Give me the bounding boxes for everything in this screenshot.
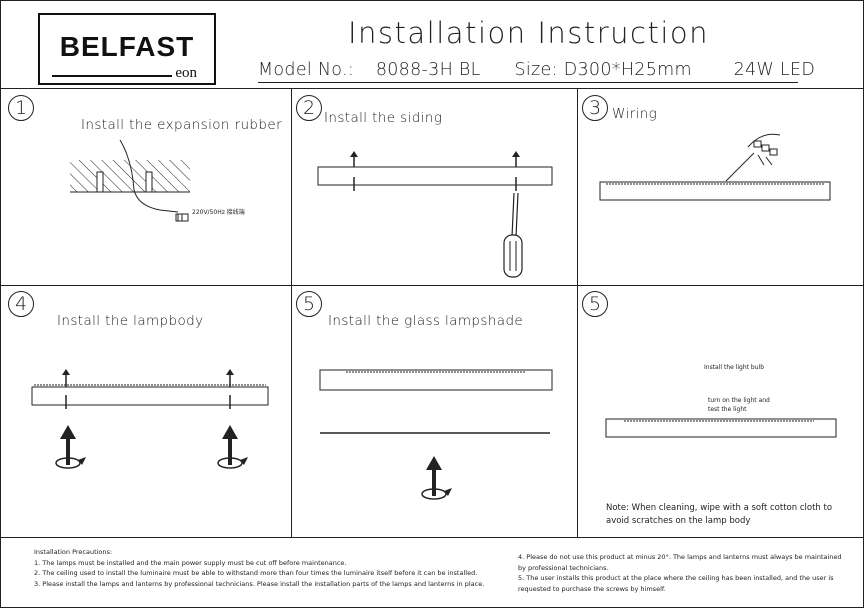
install-bulb-label: Install the light bulb	[704, 364, 765, 371]
grid-divider-middle	[0, 285, 864, 286]
screw-right	[226, 369, 234, 409]
screwdriver-icon	[503, 192, 523, 278]
cleaning-note: Note: When cleaning, wipe with a soft co…	[606, 503, 833, 526]
step-5-number: 5	[296, 291, 322, 317]
step-3-label: Wiring	[612, 106, 658, 122]
step-1-label: Install the expansion rubber	[81, 117, 283, 133]
grid-divider-top	[0, 88, 864, 89]
power-value: 24W LED	[733, 60, 816, 80]
step-4-lampbody-diagram	[31, 369, 269, 469]
model-underline	[258, 82, 798, 83]
brand-logo: BELFAST eon	[38, 13, 216, 85]
step-4-label: Install the lampbody	[57, 313, 204, 329]
step-2-number: 2	[296, 95, 322, 121]
screw-right	[512, 151, 520, 191]
precaution-item-4: 4. Please do not use this product at min…	[518, 553, 842, 572]
precaution-item-5: 5. The user installs this product at the…	[518, 574, 834, 593]
model-info-line: Model No.: 8088-3H BL Size: D300*H25mm 2…	[258, 60, 815, 80]
logo-underline	[52, 75, 200, 77]
step-5-glass-diagram	[319, 369, 553, 500]
grid-divider-col2	[577, 88, 578, 537]
step-1-voltage-label: 220V/50Hz 接线端	[192, 209, 245, 216]
step-3-number: 3	[582, 95, 608, 121]
grid-divider-col1	[291, 88, 292, 537]
step-3-wiring-diagram	[599, 133, 831, 201]
step-5-label: Install the glass lampshade	[328, 313, 524, 329]
model-value: 8088-3H BL	[375, 60, 481, 80]
page-title: Installation Instruction	[348, 16, 710, 50]
step-4-number: 4	[8, 291, 34, 317]
step-2-siding-diagram	[317, 151, 553, 278]
precautions-title: Installation Precautions:	[34, 548, 113, 556]
turn-on-label-line2: test the light	[708, 406, 747, 413]
logo-brand-text: BELFAST	[59, 31, 195, 62]
screw-left	[62, 369, 70, 409]
rotate-arrow-icon-left	[55, 425, 86, 469]
step-2-label: Install the siding	[324, 110, 443, 126]
precautions-left: Installation Precautions: 1. The lamps m…	[34, 547, 504, 589]
grid-divider-bottom	[0, 537, 864, 538]
size-value: D300*H25mm	[563, 60, 692, 80]
precaution-item-1: 1. The lamps must be installed and the m…	[34, 558, 347, 567]
rotate-arrow-icon-right	[217, 425, 248, 469]
screw-left	[350, 151, 358, 191]
rotate-arrow-icon	[421, 456, 452, 500]
precautions-right: 4. Please do not use this product at min…	[518, 552, 848, 594]
precaution-item-3: 3. Please install the lamps and lanterns…	[34, 579, 485, 588]
step-1-number: 1	[8, 95, 34, 121]
logo-sub-text: eon	[172, 65, 200, 82]
step-6-number: 5	[582, 291, 608, 317]
size-label: Size:	[514, 60, 558, 80]
step-1-ceiling-diagram	[70, 139, 190, 222]
model-label: Model No.:	[258, 60, 355, 80]
step-6-light-diagram	[605, 418, 837, 438]
precaution-item-2: 2. The ceiling used to install the lumin…	[34, 569, 478, 577]
turn-on-label-line1: turn on the light and	[708, 397, 770, 404]
